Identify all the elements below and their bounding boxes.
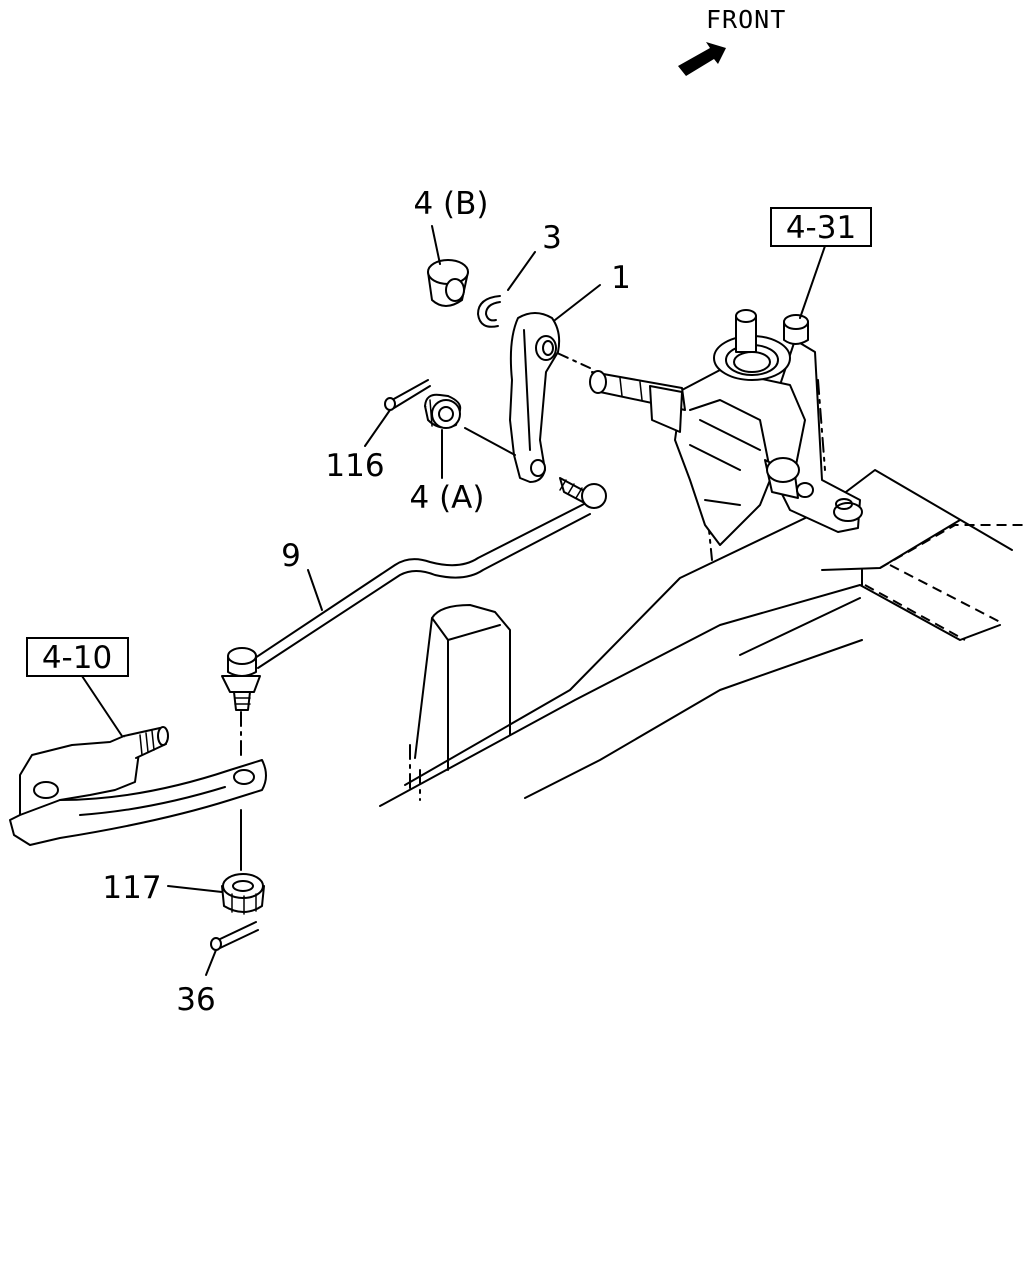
castle-nut bbox=[221, 873, 265, 915]
leader-lines bbox=[81, 225, 826, 976]
drag-link bbox=[221, 477, 607, 711]
ref-box-knuckle bbox=[26, 637, 129, 677]
nut-b bbox=[427, 259, 469, 307]
ref-steering-gear-label: 4-31 bbox=[786, 210, 856, 246]
callout-cotter-pin-upper: 116 bbox=[325, 448, 384, 484]
pitman-arm bbox=[509, 312, 561, 483]
callout-drag-link: 9 bbox=[281, 538, 301, 574]
callout-snap-ring: 3 bbox=[542, 220, 562, 256]
snap-ring bbox=[477, 295, 501, 328]
callout-nut-b: 4 (B) bbox=[413, 186, 488, 222]
callout-castle-nut: 117 bbox=[102, 870, 161, 906]
front-label: FRONT bbox=[706, 5, 786, 34]
callout-nut-a: 4 (A) bbox=[410, 480, 485, 516]
nut-a bbox=[424, 393, 462, 429]
knuckle-arm bbox=[9, 726, 267, 846]
ref-box-steering-gear bbox=[770, 207, 872, 247]
chassis-frame bbox=[379, 469, 1024, 807]
front-direction-arrow-icon bbox=[678, 42, 726, 76]
cotter-pin-upper bbox=[384, 379, 431, 411]
steering-gear-box bbox=[554, 309, 863, 561]
callout-cotter-pin-lower: 36 bbox=[176, 982, 215, 1018]
callout-pitman-arm: 1 bbox=[611, 260, 631, 296]
cotter-pin-lower bbox=[210, 921, 259, 951]
ref-knuckle-label: 4-10 bbox=[42, 640, 112, 676]
